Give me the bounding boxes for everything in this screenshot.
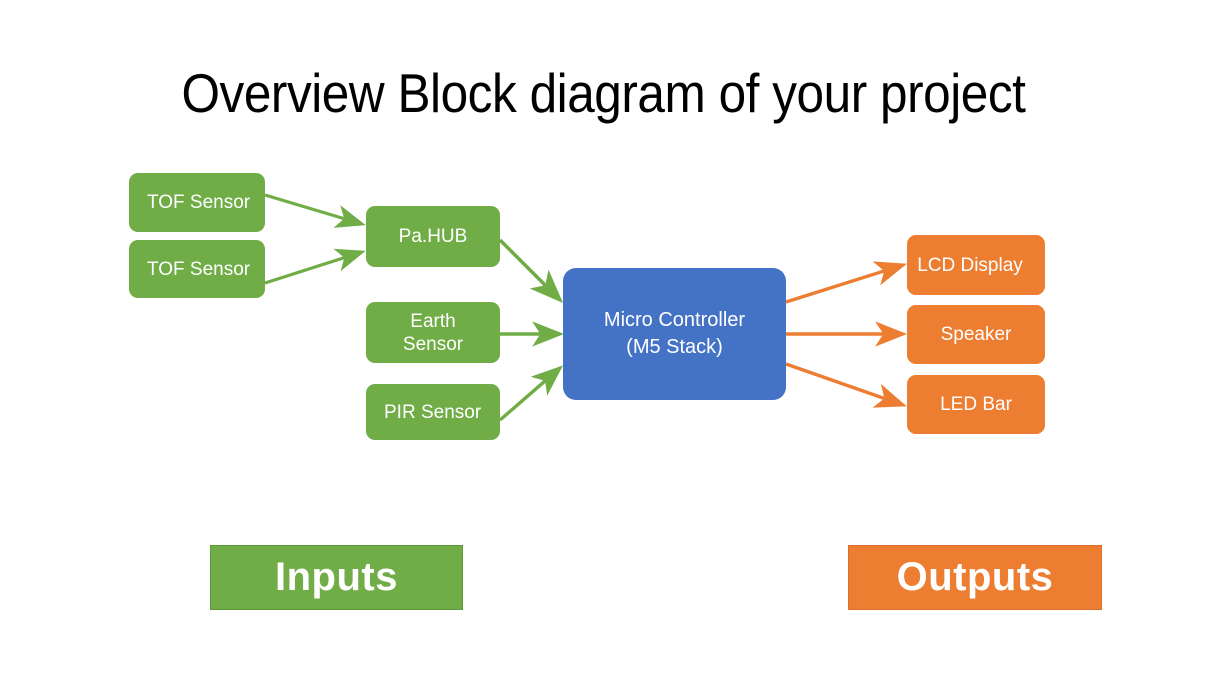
page-title: Overview Block diagram of your project — [181, 62, 1026, 124]
connector-tof2-to-pahub — [264, 248, 366, 285]
legend-inputs-label: Inputs — [275, 555, 398, 599]
block-label-line2: (M5 Stack) — [626, 336, 723, 358]
block-label: Earth Sensor — [366, 310, 500, 356]
legend-outputs: Outputs — [848, 545, 1102, 610]
block-label: Pa.HUB — [398, 226, 468, 247]
block-label: Speaker — [940, 324, 1012, 345]
block-label: TOF Sensor — [147, 192, 251, 213]
legend-inputs: Inputs — [210, 545, 463, 610]
block-pa-hub[interactable]: Pa.HUB — [366, 206, 500, 267]
block-lcd-display[interactable]: LCD Display — [907, 235, 1045, 295]
block-label-line2: Sensor — [402, 333, 464, 355]
connector-tof1-to-pahub — [264, 193, 366, 228]
block-label: LED Bar — [940, 394, 1012, 415]
block-micro-controller[interactable]: Micro Controller (M5 Stack) — [563, 268, 786, 400]
block-label: TOF Sensor — [147, 258, 251, 280]
block-earth-sensor[interactable]: Earth Sensor — [366, 302, 500, 363]
block-label: Micro Controller (M5 Stack) — [563, 307, 786, 361]
block-label: PIR Sensor — [384, 401, 482, 423]
block-label: LCD Display — [917, 254, 1023, 276]
block-speaker[interactable]: Speaker — [907, 305, 1045, 364]
block-tof-sensor-2[interactable]: TOF Sensor — [129, 240, 265, 298]
legend-outputs-label: Outputs — [896, 555, 1054, 599]
block-label-line1: Earth — [410, 310, 456, 332]
block-led-bar[interactable]: LED Bar — [907, 375, 1045, 434]
block-pir-sensor[interactable]: PIR Sensor — [366, 384, 500, 440]
block-tof-sensor-1[interactable]: TOF Sensor — [129, 173, 265, 232]
connector-mcu-to-led — [785, 362, 907, 408]
connector-pahub-to-mcu — [498, 238, 564, 304]
block-label-line1: Micro Controller — [603, 309, 746, 331]
connector-pir-to-mcu — [498, 365, 564, 422]
connector-mcu-to-lcd — [785, 261, 907, 304]
